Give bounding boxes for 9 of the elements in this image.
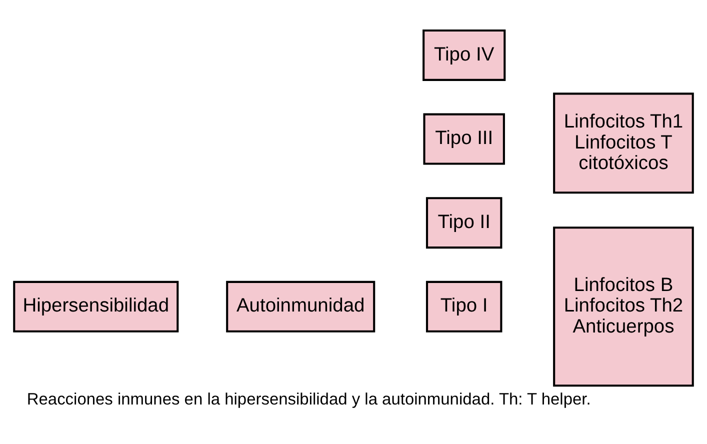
node-box: Tipo IV <box>422 28 506 80</box>
node-box: Tipo III <box>423 112 505 164</box>
node-box: Linfocitos Th1 Linfocitos T citotóxicos <box>553 92 694 194</box>
caption: Reacciones inmunes en la hipersensibilidad y la autoinmunidad. Th: T helper. <box>26 390 591 408</box>
node-box: Hipersensibilidad <box>13 280 179 332</box>
node-box: Tipo II <box>426 196 502 248</box>
node-box: Linfocitos B Linfocitos Th2 Anticuerpos <box>553 226 694 386</box>
node-box: Autoinmunidad <box>226 280 376 332</box>
node-box: Tipo I <box>426 280 502 332</box>
